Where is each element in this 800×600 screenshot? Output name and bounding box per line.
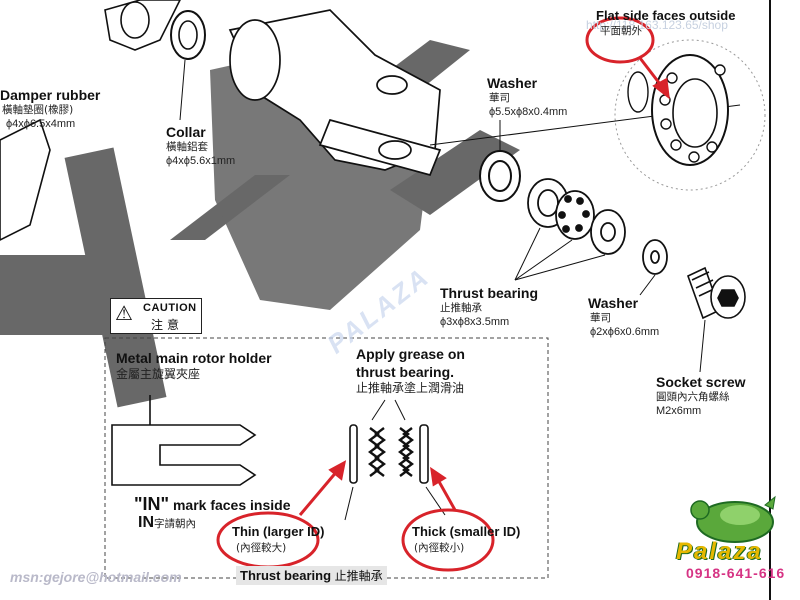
in-mark-zh: 字請朝內 <box>154 518 196 530</box>
thin-label: Thin (larger ID) <box>232 524 325 539</box>
washer-large-label: Washer <box>487 75 538 91</box>
in-mark-big: "IN" <box>134 494 170 514</box>
caution-badge: ⚠ CAUTION 注意 <box>110 298 202 334</box>
footer-en: Thrust bearing <box>240 568 332 583</box>
collar-label: Collar <box>166 124 206 140</box>
footer-zh: 止推軸承 <box>334 569 383 583</box>
caution-title: CAUTION <box>143 302 197 314</box>
palaza-logo-text: Palaza <box>676 538 763 565</box>
msn-watermark: msn:gejore@hotmail.com <box>10 569 182 585</box>
rotor-holder <box>228 9 442 177</box>
socket-screw-label: Socket screw <box>656 374 746 390</box>
thrust-bearing <box>527 178 626 255</box>
grease-label-line2: thrust bearing. <box>356 364 455 380</box>
damper-rubber-dim: ϕ4xϕ6.5x4mm <box>6 118 76 130</box>
thin-zh: (內徑較大) <box>236 542 287 554</box>
url-watermark: http://118.163.123.65/shop <box>586 18 728 32</box>
grease-zh: 止推軸承塗上潤滑油 <box>356 381 465 395</box>
flat-side-marker <box>585 16 670 100</box>
in-mark-zh-label: IN字請朝內 <box>138 514 196 532</box>
flat-side-zh: 平面朝外 <box>600 25 642 37</box>
collar-zh: 橫軸鋁套 <box>166 141 208 153</box>
washer-small-zh: 華司 <box>590 312 611 324</box>
flat-side-label: Flat side faces outside <box>596 8 736 23</box>
washer-large <box>479 150 521 202</box>
damper-assembly <box>0 0 206 241</box>
socket-screw-zh: 圓頭內六角螺絲 <box>656 391 730 403</box>
palaza-phone: 0918-641-616 <box>686 565 786 581</box>
inset-rotor-holder <box>111 395 257 486</box>
in-mark-zh-big: IN <box>138 514 154 531</box>
thrust-bearing-dim: ϕ3xϕ8x3.5mm <box>440 316 510 328</box>
warning-triangle-icon: ⚠ <box>115 303 133 325</box>
in-mark-label: "IN" mark faces inside <box>134 494 290 515</box>
holder-label: Metal main rotor holder <box>116 350 272 366</box>
thick-zh: (內徑較小) <box>414 542 465 554</box>
thick-label: Thick (smaller ID) <box>412 524 521 539</box>
grease-label-line1: Apply grease on <box>356 346 465 362</box>
magnified-bearing <box>614 39 766 191</box>
in-mark-text: mark faces inside <box>169 497 291 513</box>
thin-bearing-marker <box>216 460 347 569</box>
thick-bearing-marker <box>401 466 495 572</box>
thrust-bearing-footer: Thrust bearing 止推軸承 <box>236 566 387 585</box>
socket-screw-dim: M2x6mm <box>656 405 702 417</box>
washer-small <box>642 239 668 275</box>
inset-thrust-bearing <box>349 424 429 484</box>
thrust-bearing-label: Thrust bearing <box>440 285 539 301</box>
damper-rubber-label: Damper rubber <box>0 87 101 103</box>
washer-small-dim: ϕ2xϕ6x0.6mm <box>590 326 660 338</box>
washer-small-label: Washer <box>588 295 639 311</box>
thrust-bearing-zh: 止推軸承 <box>440 302 482 314</box>
washer-large-zh: 華司 <box>489 92 510 104</box>
leader-lines <box>179 59 706 373</box>
caution-zh: 注意 <box>151 318 184 332</box>
palaza-mascot-icon <box>690 495 776 543</box>
washer-large-dim: ϕ5.5xϕ8x0.4mm <box>489 106 568 118</box>
socket-screw <box>687 266 746 320</box>
holder-zh: 金屬主旋翼夾座 <box>116 367 201 381</box>
inset-leader-lines <box>344 399 446 521</box>
collar-dim: ϕ4xϕ5.6x1mm <box>166 155 236 167</box>
damper-rubber-zh: 橫軸墊圈(橡膠) <box>2 104 74 116</box>
